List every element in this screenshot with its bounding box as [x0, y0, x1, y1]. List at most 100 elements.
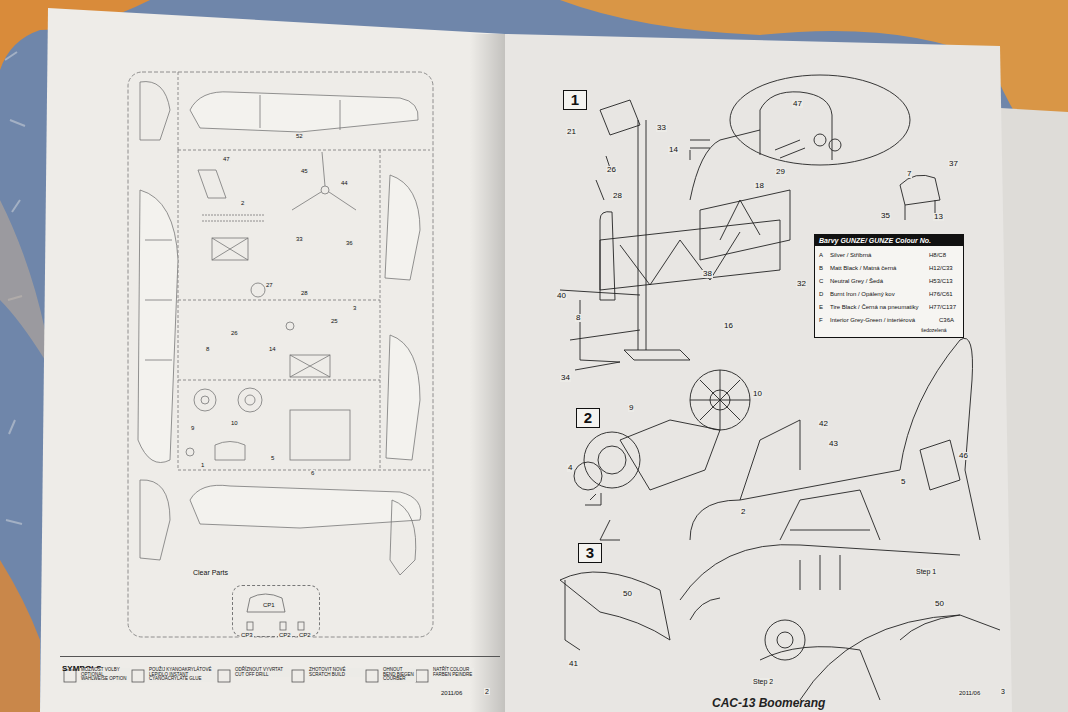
callout-number: B: [818, 265, 824, 271]
callout-number: 26: [230, 330, 239, 336]
callout-number: 21: [566, 128, 577, 136]
callout-number: Matt Black / Matná černá: [829, 265, 897, 271]
step-number: 3: [578, 543, 602, 563]
step-number: 1: [571, 91, 579, 108]
assembly-drawing: [560, 75, 1000, 700]
right-page: [505, 34, 1012, 712]
callout-number: 3: [352, 305, 357, 311]
callout-number: 34: [560, 374, 571, 382]
callout-number: CP3: [240, 632, 254, 638]
callout-number: H53/C13: [928, 278, 954, 284]
callout-number: CP2: [278, 632, 292, 638]
symbol-caption: ODŘÍZNOUT VYVRTAT CUT OFF DRILL: [234, 668, 290, 677]
symbol-caption: MOŽNOST VOLBY OPTIONAL WAHLWEISE OPTION: [80, 668, 130, 682]
clear-parts-drawing: [247, 594, 304, 630]
step-number: 2: [584, 409, 592, 426]
callout-number: 10: [752, 390, 763, 398]
step-number: 1: [563, 90, 587, 110]
callout-number: 35: [880, 212, 891, 220]
callout-number: H76/C61: [928, 291, 954, 297]
callout-number: A: [818, 252, 824, 258]
callout-number: 33: [295, 236, 304, 242]
callout-number: H77/C137: [928, 304, 957, 310]
callout-number: 6: [310, 470, 315, 476]
left-page: [40, 8, 505, 712]
callout-number: 52: [295, 133, 304, 139]
callout-number: 1: [200, 462, 205, 468]
callout-number: 41: [568, 660, 579, 668]
callout-number: Neutral Grey / Šedá: [829, 278, 884, 284]
step-number: 3: [586, 544, 594, 561]
callout-number: 44: [340, 180, 349, 186]
callout-number: Tire Black / Černá na pneumatiky: [829, 304, 919, 310]
callout-number: 36: [345, 240, 354, 246]
heading: Clear Parts: [193, 569, 228, 576]
callout-number: 14: [668, 146, 679, 154]
callout-number: F: [818, 317, 824, 323]
callout-number: D: [818, 291, 824, 297]
callout-number: 28: [612, 192, 623, 200]
step-number: 2: [576, 408, 600, 428]
clear-parts-frame: Clear Parts: [232, 585, 320, 637]
callout-number: CP1: [262, 602, 276, 608]
spine-shadow: [470, 34, 505, 712]
sprue-drawing: [128, 72, 433, 637]
callout-number: H8/C8: [928, 252, 947, 258]
callout-number: 16: [723, 322, 734, 330]
callout-number: C: [818, 278, 824, 284]
callout-number: 8: [575, 314, 581, 322]
callout-number: 3: [1000, 688, 1006, 695]
callout-number: CP2: [298, 632, 312, 638]
callout-number: 2: [484, 688, 490, 695]
callout-number: šedozelená: [920, 328, 948, 333]
callout-number: Silver / Stříbrná: [829, 252, 872, 258]
callout-number: 5: [900, 478, 906, 486]
callout-number: 38: [702, 270, 713, 278]
callout-number: 26: [606, 166, 617, 174]
callout-number: 27: [265, 282, 274, 288]
callout-number: H12/C33: [928, 265, 954, 271]
callout-number: 50: [622, 590, 633, 598]
callout-number: 33: [656, 124, 667, 132]
callout-number: 9: [628, 404, 634, 412]
callout-number: 8: [205, 346, 210, 352]
callout-number: 32: [796, 280, 807, 288]
callout-number: 9: [190, 425, 195, 431]
cloth-orange: [0, 560, 40, 712]
callout-number: 46: [958, 452, 969, 460]
callout-number: E: [818, 304, 824, 310]
callout-number: Step 1: [915, 568, 937, 575]
heading: Barvy GUNZE/ GUNZE Colour No.: [815, 235, 963, 246]
callout-number: 4: [567, 464, 573, 472]
callout-number: 2: [240, 200, 245, 206]
callout-number: 7: [906, 170, 912, 178]
callout-number: C36A: [938, 317, 955, 323]
cloth-pattern: [0, 200, 45, 360]
callout-number: 47: [222, 156, 231, 162]
callout-number: Burnt Iron / Opálený kov: [829, 291, 896, 297]
callout-number: 29: [775, 168, 786, 176]
symbol-caption: POUŽIJ KYANOAKRYLÁTOVÉ LEPIDLO INSTANT C…: [148, 668, 216, 682]
symbol-caption: ZHOTOVIT NOVÉ SCRATCH BUILD: [308, 668, 364, 677]
callout-number: Interior Grey-Green / interiérová: [829, 317, 916, 323]
booklet-title: CAC-13 Boomerang: [712, 696, 825, 710]
callout-number: 43: [828, 440, 839, 448]
callout-number: 47: [792, 100, 803, 108]
callout-number: 10: [230, 420, 239, 426]
callout-number: 37: [948, 160, 959, 168]
callout-number: 50: [934, 600, 945, 608]
callout-number: 14: [268, 346, 277, 352]
callout-number: 18: [754, 182, 765, 190]
callout-number: 2011/06: [958, 690, 981, 696]
callout-number: 2011/06: [440, 690, 463, 696]
callout-number: 2: [740, 508, 746, 516]
callout-number: 5: [270, 455, 275, 461]
callout-number: 13: [933, 213, 944, 221]
callout-number: 28: [300, 290, 309, 296]
callout-number: Step 2: [752, 678, 774, 685]
callout-number: 40: [556, 292, 567, 300]
symbol-caption: OHNOUT BEND BIEGEN COURBER: [382, 668, 416, 682]
callout-number: 45: [300, 168, 309, 174]
